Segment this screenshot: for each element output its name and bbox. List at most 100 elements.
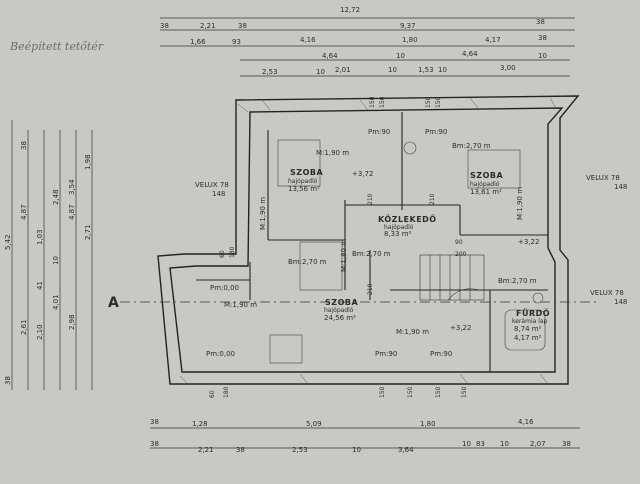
room4-name: SZOBA	[325, 298, 358, 307]
dim-l-j: 2,10	[36, 324, 44, 340]
op-200: 200	[455, 251, 467, 258]
dim-l-k: 4,01	[52, 294, 60, 310]
m190-a: M:1,90 m	[316, 149, 349, 157]
op-150-f: 150	[407, 386, 414, 398]
velux-right-bottom-size: 148	[614, 298, 627, 306]
dim-l-o: 38	[20, 141, 28, 150]
room1-floor: hajópadló	[288, 178, 318, 185]
bm270-b: Bm:2,70 m	[288, 258, 327, 266]
dim-b2-j: 2,07	[530, 440, 546, 448]
interior-walls	[196, 112, 548, 372]
dim-t4-d: 10	[388, 66, 397, 74]
room3-floor: hajópadló	[384, 224, 414, 231]
dim-l-p: 10	[52, 256, 60, 265]
op-180-a: 180	[229, 246, 236, 258]
dim-l-n: 38	[4, 376, 12, 385]
op-150-h: 150	[461, 386, 468, 398]
dim-t4-g: 3,00	[500, 64, 516, 72]
pm0-a: Pm:0,00	[210, 284, 239, 292]
dim-l-b: 4,87	[20, 204, 28, 220]
op-210-a: 210	[367, 193, 374, 205]
h148: 148	[212, 190, 225, 198]
dim-b2-h: 83	[476, 440, 485, 448]
op-60-a: 60	[219, 250, 226, 258]
room5-area: 8,74 m²	[514, 325, 542, 333]
dim-t1-c: 38	[238, 22, 247, 30]
dim-l-g: 2,71	[84, 224, 92, 240]
dim-b2-e: 10	[352, 446, 361, 454]
dim-t2-e: 4,17	[485, 36, 501, 44]
op-150-b: 150	[379, 96, 386, 108]
op-150-c: 150	[425, 96, 432, 108]
m190-e: M:1,90 m	[396, 328, 429, 336]
dim-b1-c: 5,09	[306, 420, 322, 428]
staircase	[419, 254, 485, 301]
op-210-c: 210	[367, 283, 374, 295]
dim-b1-e: 4,16	[518, 418, 534, 426]
h322-b: +3,22	[450, 324, 471, 332]
bottom-dimension-lines	[150, 427, 580, 449]
dim-t4-a: 2,53	[262, 68, 278, 76]
m190-c: M:1,90 m	[516, 187, 524, 220]
pm0-b: Pm:0,00	[206, 350, 235, 358]
room5-area2: 4,17 m²	[514, 334, 542, 342]
m180: M:1,80 m	[340, 239, 348, 272]
dim-l-d: 2,48	[52, 189, 60, 205]
op-150-e: 150	[379, 386, 386, 398]
velux-right-bottom: VELUX 78	[590, 289, 624, 297]
m190-d: M:1,90 m	[224, 301, 257, 309]
dim-t2-a: 1,66	[190, 38, 206, 46]
dim-b1-a: 38	[150, 418, 159, 426]
dim-t2-c: 4,16	[300, 36, 316, 44]
dim-l-e: 3,54	[68, 179, 76, 195]
dim-b1-d: 1,80	[420, 420, 436, 428]
room5-floor: kerámia lap	[512, 318, 548, 325]
wall-hatch	[179, 97, 557, 385]
op-210-b: 210	[429, 193, 436, 205]
dim-l-c: 1,03	[36, 229, 44, 245]
dim-t1-d: 9,37	[400, 22, 416, 30]
dim-b2-g: 10	[462, 440, 471, 448]
dim-t3-d: 10	[538, 52, 547, 60]
dim-t3-b: 10	[396, 52, 405, 60]
dim-t4-e: 1,53	[418, 66, 434, 74]
dim-l-l: 2,98	[68, 314, 76, 330]
op-180-b: 180	[223, 386, 230, 398]
plan-title: Beépített tetőtér	[10, 40, 104, 53]
op-60-b: 60	[209, 390, 216, 398]
dim-l-a: 5,42	[4, 234, 12, 250]
op-150-d: 150	[435, 96, 442, 108]
dim-b2-a: 38	[150, 440, 159, 448]
op-90: 90	[455, 239, 463, 246]
dim-t2-d: 1,80	[402, 36, 418, 44]
pm90-b: Pm:90	[425, 128, 447, 136]
dim-b2-b: 2,21	[198, 446, 214, 454]
room3-name: KÖZLEKEDŐ	[378, 214, 437, 224]
furniture	[269, 139, 546, 364]
h322-a: +3,22	[518, 238, 539, 246]
dim-b2-f: 3,64	[398, 446, 414, 454]
op-150-g: 150	[435, 386, 442, 398]
velux-right-top-size: 148	[614, 183, 627, 191]
pm90-a: Pm:90	[368, 128, 390, 136]
outer-walls	[157, 95, 580, 385]
dim-t1-e: 38	[536, 18, 545, 26]
room2-floor: hajópadló	[470, 181, 500, 188]
dim-t3-a: 4,64	[322, 52, 338, 60]
room2-name: SZOBA	[470, 171, 503, 180]
dim-t2-b: 93	[232, 38, 241, 46]
section-marker: A	[108, 295, 119, 311]
dim-b2-i: 10	[500, 440, 509, 448]
top-dimension-lines	[160, 17, 575, 77]
dim-t4-c: 2,01	[335, 66, 351, 74]
dim-t2-f: 38	[538, 34, 547, 42]
bm270-d: Bm:2,70 m	[498, 277, 537, 285]
op-150-a: 150	[369, 96, 376, 108]
dim-b1-b: 1,28	[192, 420, 208, 428]
pm90-c: Pm:90	[375, 350, 397, 358]
velux-left: VELUX 78	[195, 181, 229, 189]
dim-t1-b: 2,21	[200, 22, 216, 30]
left-dimension-labels: 5,42 4,87 1,03 2,48 3,54 1,98 2,71 4,87 …	[4, 141, 92, 385]
